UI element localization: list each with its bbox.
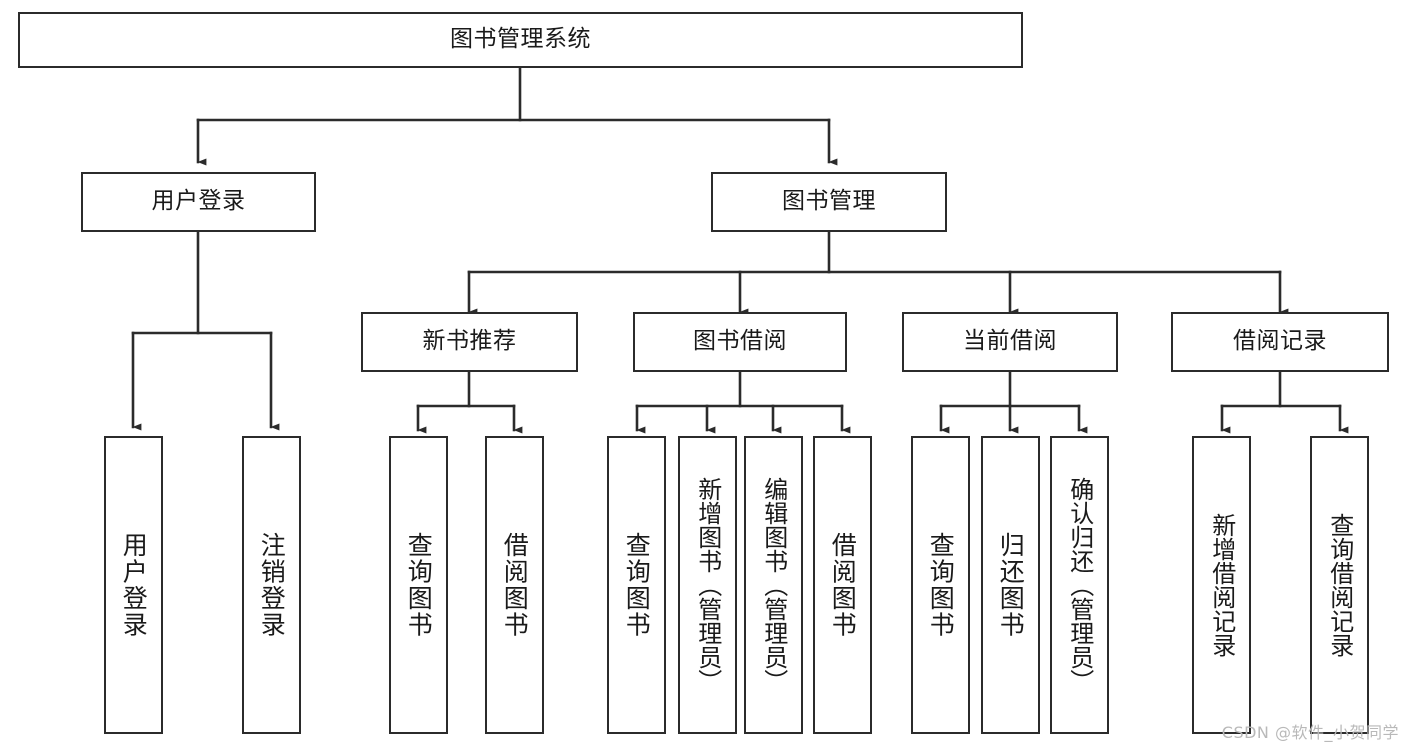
leaf-add-book-admin[interactable]: 新增图书（管理员） — [678, 436, 737, 734]
leaf-return-books[interactable]: 归还图书 — [981, 436, 1040, 734]
node-label: 确认归还（管理员） — [1065, 477, 1094, 693]
node-label: 编辑图书（管理员） — [759, 477, 788, 693]
node-borrowing-record[interactable]: 借阅记录 — [1171, 312, 1389, 372]
node-label: 借阅记录 — [1233, 328, 1327, 355]
node-label: 新书推荐 — [422, 328, 517, 355]
node-label: 借阅图书 — [500, 532, 530, 638]
node-label: 当前借阅 — [963, 328, 1057, 355]
node-label: 图书管理系统 — [450, 26, 591, 53]
node-label: 图书借阅 — [693, 328, 787, 355]
watermark: CSDN @软件_小贺同学 — [1221, 723, 1399, 742]
leaf-query-borrow-record[interactable]: 查询借阅记录 — [1310, 436, 1369, 734]
leaf-confirm-return-admin[interactable]: 确认归还（管理员） — [1050, 436, 1109, 734]
node-label: 查询图书 — [404, 532, 434, 638]
node-root-system[interactable]: 图书管理系统 — [18, 12, 1023, 68]
leaf-query-books-borrow[interactable]: 查询图书 — [607, 436, 666, 734]
node-label: 查询图书 — [926, 532, 956, 638]
node-label: 图书管理 — [782, 188, 876, 215]
node-label: 新增图书（管理员） — [693, 477, 722, 693]
node-current-borrowing[interactable]: 当前借阅 — [902, 312, 1118, 372]
node-label: 借阅图书 — [828, 532, 858, 638]
node-book-borrowing[interactable]: 图书借阅 — [633, 312, 847, 372]
node-label: 查询借阅记录 — [1325, 513, 1354, 657]
node-label: 注销登录 — [257, 532, 287, 638]
node-new-book-recommendation[interactable]: 新书推荐 — [361, 312, 578, 372]
node-user-login[interactable]: 用户登录 — [81, 172, 316, 232]
node-label: 查询图书 — [622, 532, 652, 638]
leaf-borrow-books-new[interactable]: 借阅图书 — [485, 436, 544, 734]
node-label: 新增借阅记录 — [1207, 513, 1236, 657]
node-label: 用户登录 — [119, 532, 149, 638]
node-label: 用户登录 — [151, 188, 246, 215]
leaf-user-login[interactable]: 用户登录 — [104, 436, 163, 734]
leaf-logout[interactable]: 注销登录 — [242, 436, 301, 734]
leaf-query-books-new[interactable]: 查询图书 — [389, 436, 448, 734]
node-label: 归还图书 — [996, 532, 1026, 638]
leaf-borrow-books[interactable]: 借阅图书 — [813, 436, 872, 734]
leaf-add-borrow-record[interactable]: 新增借阅记录 — [1192, 436, 1251, 734]
leaf-query-books-current[interactable]: 查询图书 — [911, 436, 970, 734]
leaf-edit-book-admin[interactable]: 编辑图书（管理员） — [744, 436, 803, 734]
node-book-management[interactable]: 图书管理 — [711, 172, 947, 232]
